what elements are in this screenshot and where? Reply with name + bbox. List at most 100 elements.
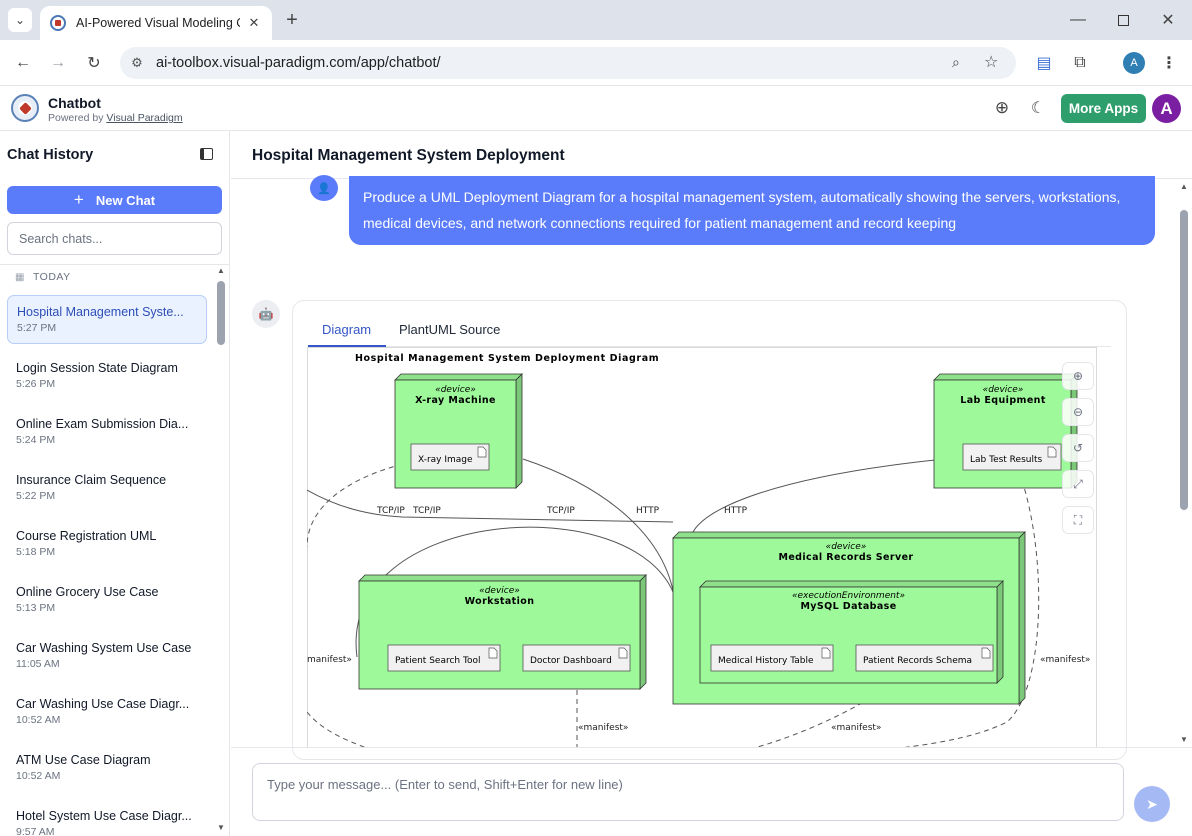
workstation-node-name: Workstation (465, 596, 535, 607)
chat-history-item[interactable]: Online Grocery Use Case 5:13 PM (7, 576, 207, 626)
browser-tab-title: AI-Powered Visual Modeling Ch (76, 16, 240, 30)
language-globe-icon[interactable]: ⊕ (994, 98, 1010, 117)
artifact-patient-records-schema (855, 644, 994, 672)
deployment-diagram[interactable]: Hospital Management System Deployment Di… (307, 347, 1097, 747)
zoom-out-button[interactable]: ⊖ (1062, 398, 1094, 426)
reset-zoom-button[interactable]: ↺ (1062, 434, 1094, 462)
site-favicon-icon (50, 15, 66, 31)
tcpip-label-2: TCP/IP (412, 506, 441, 516)
lab-stereotype: «device» (983, 385, 1024, 395)
extension-doc-icon[interactable]: ▤ (1036, 55, 1052, 72)
search-chats-input[interactable]: Search chats... (7, 222, 222, 255)
collapse-sidebar-icon[interactable] (197, 145, 215, 163)
user-message-bubble: Produce a UML Deployment Diagram for a h… (349, 176, 1155, 245)
chat-item-time: 5:27 PM (17, 322, 57, 334)
chat-item-time: 5:13 PM (16, 602, 56, 614)
chat-item-time: 10:52 AM (16, 714, 61, 726)
app-title: Chatbot (48, 95, 101, 111)
chat-history-item[interactable]: Hospital Management Syste... 5:27 PM (7, 295, 207, 344)
main-scrollbar[interactable] (1180, 210, 1188, 510)
diagram-frame (307, 347, 1097, 747)
visual-paradigm-link[interactable]: Visual Paradigm (106, 112, 183, 124)
chat-item-title: Insurance Claim Sequence (16, 473, 167, 487)
site-info-icon[interactable]: ⚙ (131, 55, 143, 70)
zoom-icon[interactable]: ⌕ (952, 54, 960, 70)
reload-icon[interactable]: ↻ (87, 55, 101, 72)
artifact-icon (1047, 446, 1057, 458)
sidebar-scroll-up-icon[interactable]: ▲ (217, 266, 225, 275)
bookmark-star-icon[interactable]: ☆ (984, 54, 999, 71)
artifact-xray-image (410, 443, 490, 471)
composer-divider (231, 747, 1192, 748)
tab-search-icon[interactable]: ⌄ (8, 8, 32, 32)
dark-mode-moon-icon[interactable]: ☾ (1030, 100, 1046, 117)
chat-history-item[interactable]: Online Exam Submission Dia... 5:24 PM (7, 408, 207, 458)
connector-line (307, 489, 674, 523)
close-window-icon[interactable]: ✕ (1161, 12, 1175, 29)
artifact-doctor-dashboard-label: Doctor Dashboard (530, 656, 612, 666)
tab-diagram[interactable]: Diagram (322, 322, 372, 337)
powered-by: Powered by Visual Paradigm (48, 112, 183, 124)
minimize-icon[interactable]: — (1070, 11, 1086, 28)
manifest-dashed-line (307, 461, 412, 548)
forward-icon[interactable]: → (50, 54, 66, 71)
main-scroll-down-icon[interactable]: ▼ (1180, 735, 1188, 744)
chat-item-time: 5:24 PM (16, 434, 56, 446)
sidebar-scrollbar[interactable] (217, 281, 225, 345)
zoom-in-button[interactable]: ⊕ (1062, 362, 1094, 390)
node-workstation: «device» Workstation Patient Search Tool… (358, 574, 647, 690)
artifact-icon (981, 647, 991, 659)
bot-avatar-icon: 🤖 (252, 300, 280, 328)
chat-history-item[interactable]: Login Session State Diagram 5:26 PM (7, 352, 207, 402)
new-chat-button[interactable]: + New Chat (7, 186, 222, 214)
chat-history-item[interactable]: Course Registration UML 5:18 PM (7, 520, 207, 570)
new-tab-icon[interactable]: + (286, 8, 298, 31)
browser-menu-icon[interactable]: ⋮ (1161, 55, 1177, 72)
chat-item-time: 5:22 PM (16, 490, 56, 502)
chat-history-item[interactable]: Insurance Claim Sequence 5:22 PM (7, 464, 207, 514)
sidebar-divider (0, 264, 229, 265)
browser-tab[interactable]: AI-Powered Visual Modeling Ch ✕ (40, 6, 272, 40)
xray-stereotype: «device» (435, 385, 476, 395)
powered-by-text: Powered by (48, 112, 104, 124)
chat-item-title: Online Grocery Use Case (16, 585, 159, 599)
http-label-1: HTTP (636, 506, 660, 516)
user-message-avatar-icon: 👤 (310, 175, 338, 201)
tab-plantuml-source[interactable]: PlantUML Source (399, 322, 501, 337)
chat-history-item[interactable]: Hotel System Use Case Diagr... 9:57 AM (7, 800, 207, 836)
fullscreen-button[interactable]: ⛶ (1062, 506, 1094, 534)
more-apps-button[interactable]: More Apps (1061, 94, 1146, 123)
send-button[interactable]: ➤ (1134, 786, 1170, 822)
node-lab-equipment: «device» Lab Equipment Lab Test Results (933, 373, 1078, 489)
address-bar[interactable]: ⚙ ai-toolbox.visual-paradigm.com/app/cha… (120, 47, 1016, 79)
send-icon: ➤ (1146, 795, 1158, 812)
maximize-icon[interactable] (1113, 8, 1133, 32)
chat-item-title: ATM Use Case Diagram (16, 753, 151, 767)
chat-item-title: Hospital Management Syste... (17, 305, 184, 319)
connector-labels: TCP/IP TCP/IP TCP/IP HTTP HTTP manifest»… (307, 506, 1090, 733)
profile-avatar[interactable]: A (1123, 52, 1145, 74)
chat-item-title: Hotel System Use Case Diagr... (16, 809, 192, 823)
xray-node-name: X-ray Machine (415, 395, 496, 406)
chat-history-item[interactable]: Car Washing Use Case Diagr... 10:52 AM (7, 688, 207, 738)
close-tab-icon[interactable]: ✕ (248, 15, 260, 30)
artifact-icon (488, 647, 498, 659)
chat-history-item[interactable]: Car Washing System Use Case 11:05 AM (7, 632, 207, 682)
manifest-dashed-line (307, 711, 366, 747)
chat-item-time: 5:18 PM (16, 546, 56, 558)
mysql-stereotype: «executionEnvironment» (792, 591, 905, 601)
message-input[interactable]: Type your message... (Enter to send, Shi… (252, 763, 1124, 821)
extensions-puzzle-icon[interactable]: ⧉ (1074, 54, 1086, 71)
fit-to-screen-button[interactable]: ⤢ (1062, 470, 1094, 498)
visual-paradigm-logo-icon (11, 94, 39, 122)
artifact-lab-results-label: Lab Test Results (970, 455, 1042, 465)
user-avatar[interactable]: A (1152, 94, 1181, 123)
http-label-2: HTTP (724, 506, 748, 516)
new-chat-label: New Chat (95, 192, 156, 208)
manifest-label-dashboard: «manifest» (578, 723, 628, 733)
chat-item-time: 11:05 AM (16, 658, 60, 670)
chat-history-item[interactable]: ATM Use Case Diagram 10:52 AM (7, 744, 207, 794)
main-scroll-up-icon[interactable]: ▲ (1180, 182, 1188, 191)
sidebar-scroll-down-icon[interactable]: ▼ (217, 823, 225, 832)
back-icon[interactable]: ← (15, 54, 31, 71)
